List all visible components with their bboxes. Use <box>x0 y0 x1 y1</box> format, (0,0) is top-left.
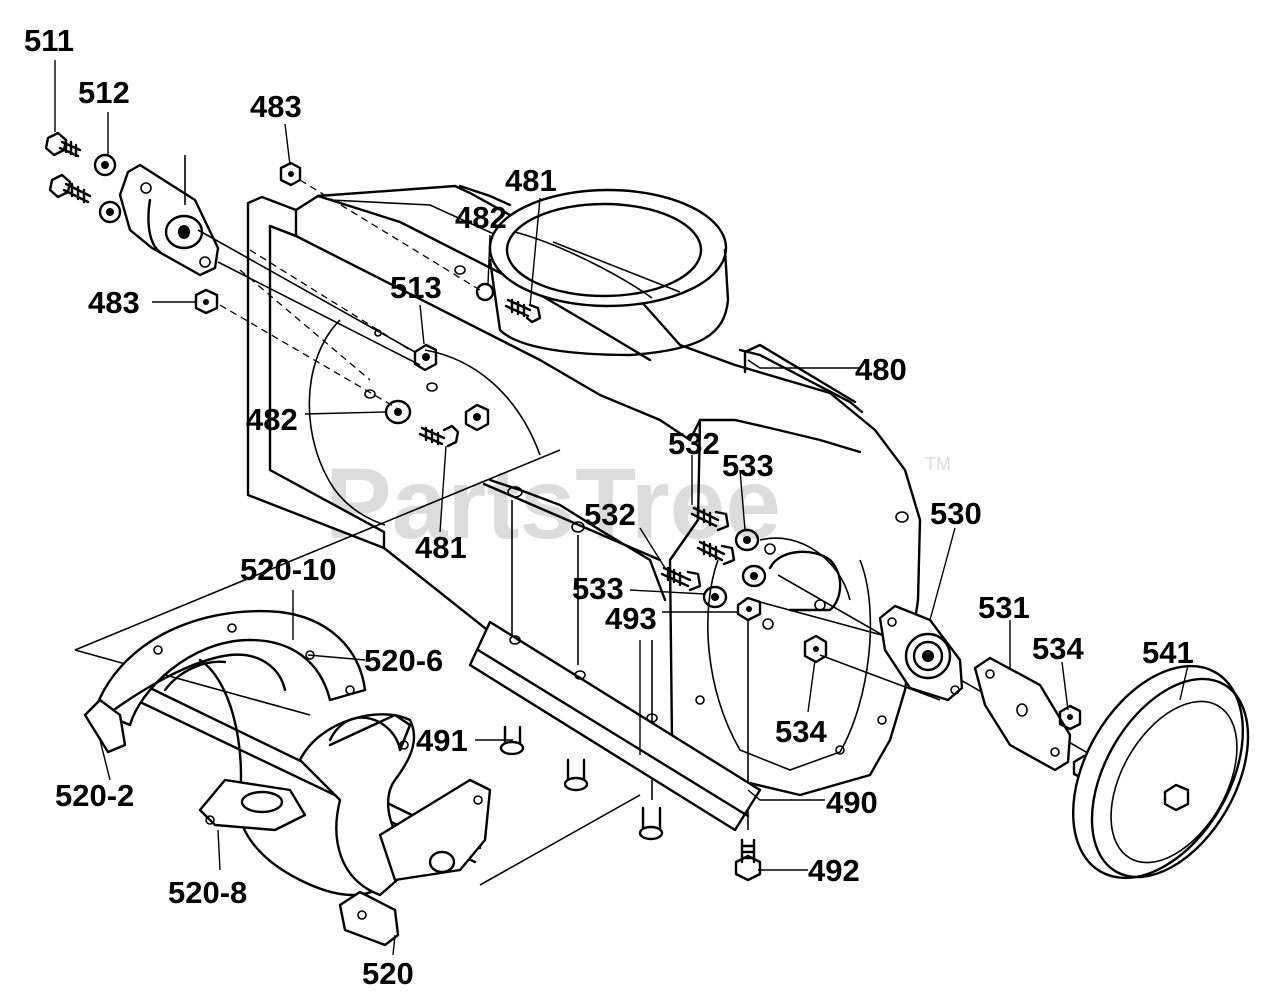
nut-534-housing <box>803 634 828 664</box>
nut-493 <box>736 596 762 622</box>
part-label-530: 530 <box>930 496 982 531</box>
part-label-492: 492 <box>808 853 860 888</box>
bearing-flange-530 <box>878 604 964 702</box>
bolt-532-middle <box>696 540 736 566</box>
part-label-520-6: 520-6 <box>364 643 443 678</box>
washer-533-middle <box>741 564 767 588</box>
washer-512 <box>93 153 122 224</box>
part-label-520-2: 520-2 <box>55 778 134 813</box>
part-label-511: 511 <box>24 23 74 58</box>
part-label-480: 480 <box>855 352 907 387</box>
part-label-512: 512 <box>78 75 130 110</box>
pulley-541 <box>1071 664 1250 880</box>
part-label-493: 493 <box>605 601 657 636</box>
part-label-532-upper: 532 <box>668 426 720 461</box>
part-label-482-lower: 482 <box>246 402 298 437</box>
part-label-541: 541 <box>1142 635 1194 670</box>
part-label-532-lower: 532 <box>584 497 636 532</box>
bolt-492 <box>734 838 762 882</box>
washer-533-lower <box>702 585 728 609</box>
shave-plate-490 <box>468 620 762 832</box>
part-label-534-upper: 534 <box>1032 631 1084 666</box>
part-label-520: 520 <box>362 956 414 991</box>
plate-531 <box>973 656 1072 772</box>
part-label-534-lower: 534 <box>775 714 827 749</box>
bolt-532-lower <box>660 566 702 592</box>
screw-511-upper <box>44 131 82 158</box>
nut-483-lower <box>194 288 219 315</box>
part-label-491: 491 <box>416 723 468 758</box>
nut-483-upper <box>279 161 302 187</box>
carriage-bolts-491 <box>499 725 664 841</box>
part-label-533-lower: 533 <box>572 571 624 606</box>
part-label-483-upper: 483 <box>250 89 302 124</box>
part-label-520-8: 520-8 <box>168 875 247 910</box>
part-label-490: 490 <box>826 785 878 820</box>
bolt-481-upper <box>504 298 542 324</box>
washer-533-upper <box>734 528 760 552</box>
part-label-481-lower: 481 <box>415 530 467 565</box>
nut-hex-lower <box>464 403 490 432</box>
part-labels: 511 512 483 483 481 482 513 480 482 481 … <box>24 23 1194 991</box>
left-bearing-flange <box>118 155 220 277</box>
watermark-trademark: TM <box>925 454 951 474</box>
part-label-482-upper: 482 <box>455 200 507 235</box>
auger-assembly-520 <box>74 449 641 947</box>
discharge-chute-ring <box>488 188 730 357</box>
screw-511-lower <box>48 173 92 204</box>
washer-482-upper <box>475 282 495 302</box>
nut-513 <box>413 343 438 372</box>
part-label-513: 513 <box>390 270 442 305</box>
part-label-533-upper: 533 <box>722 448 774 483</box>
watermark-text: PartsTree <box>325 448 781 560</box>
bolt-532-upper <box>690 506 730 532</box>
part-label-520-10: 520-10 <box>240 552 337 587</box>
part-label-481-upper: 481 <box>505 163 557 198</box>
part-label-483-lower: 483 <box>88 285 140 320</box>
leader-lines <box>54 60 1189 956</box>
bolt-481-lower <box>418 424 460 448</box>
nut-534-upper <box>1058 704 1082 731</box>
part-label-531: 531 <box>978 590 1030 625</box>
